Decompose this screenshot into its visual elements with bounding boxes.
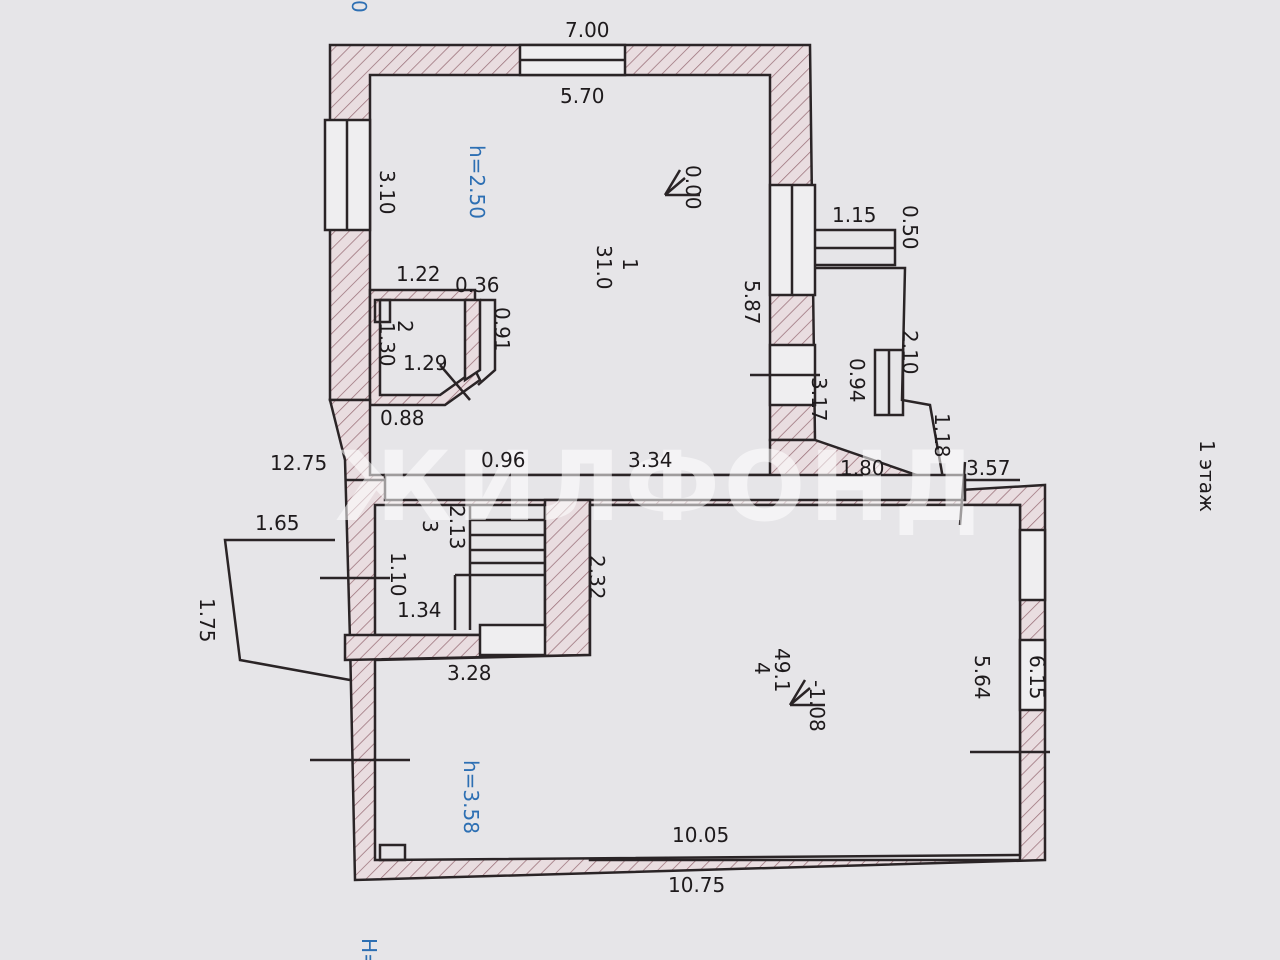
dim-label: 0.88: [380, 406, 425, 430]
room-4-height: h=3.58: [459, 760, 483, 834]
edge-fragment: H=: [357, 938, 381, 960]
dim-label: 5.70: [560, 84, 605, 108]
room-1-number: 1: [618, 258, 642, 271]
dim-label: 1.75: [195, 598, 219, 643]
staircase: [453, 505, 545, 630]
dim-label: 10.75: [668, 873, 725, 897]
level-arrow-icon: [663, 169, 700, 197]
dim-label: 3.17: [807, 377, 831, 422]
upper-block-walls: [323, 43, 947, 491]
dim-label: 3.34: [628, 448, 673, 472]
dim-label: 10.05: [672, 823, 729, 847]
dim-label: 0.94: [845, 358, 869, 403]
dim-label: 2.10: [898, 330, 922, 375]
dim-label: 0.50: [898, 205, 922, 250]
floor-label: 1 этаж: [1195, 440, 1219, 512]
watermark: ЖИЛФОНД: [335, 431, 983, 543]
dim-label: 5.87: [740, 280, 764, 325]
room-1-height: h=2.50: [465, 145, 489, 219]
dim-label: 12.75: [270, 451, 327, 475]
dim-label: 1.15: [832, 203, 877, 227]
room-2-number: 2: [393, 320, 417, 333]
dim-label: 1.18: [930, 413, 954, 458]
dim-label: 2.32: [585, 555, 609, 600]
dim-label: 7.00: [565, 18, 610, 42]
dim-label: 3.57: [966, 456, 1011, 480]
dim-label: 1.34: [397, 598, 442, 622]
dim-label: 0.36: [455, 273, 500, 297]
dim-label: 1.30: [375, 322, 399, 367]
dim-label: 3.10: [375, 170, 399, 215]
dim-label: 6.15: [1025, 655, 1049, 700]
room-1-area: 31.0: [592, 245, 616, 290]
dimension-labels: 7.00 5.70 1.15 1.22 0.36 1.29 0.88 0.96 …: [255, 18, 1011, 897]
room-1-level: 0.00: [681, 165, 705, 210]
lower-block-walls: [223, 398, 1050, 882]
dim-label: 5.64: [970, 655, 994, 700]
dim-label: 1.22: [396, 262, 441, 286]
dim-label: 1.80: [840, 456, 885, 480]
level-arrow-icon: [788, 679, 825, 707]
rotated-labels: 3.10 h=2.50 0.00 1 31.0 5.87 0.50 2.10 0…: [195, 0, 1219, 960]
dim-label: 2.13: [445, 505, 469, 550]
dim-label: 0.91: [490, 307, 514, 352]
dim-label: 1.10: [386, 552, 410, 597]
room-4-number: 4: [750, 662, 774, 675]
room-3-number: 3: [418, 520, 442, 533]
room-4-area: 49.1: [770, 648, 794, 693]
edge-fragment: 0: [347, 0, 371, 13]
dim-label: 1.29: [403, 351, 448, 375]
dim-label: 0.96: [481, 448, 526, 472]
dim-label: 3.28: [447, 661, 492, 685]
dim-label: 1.65: [255, 511, 300, 535]
